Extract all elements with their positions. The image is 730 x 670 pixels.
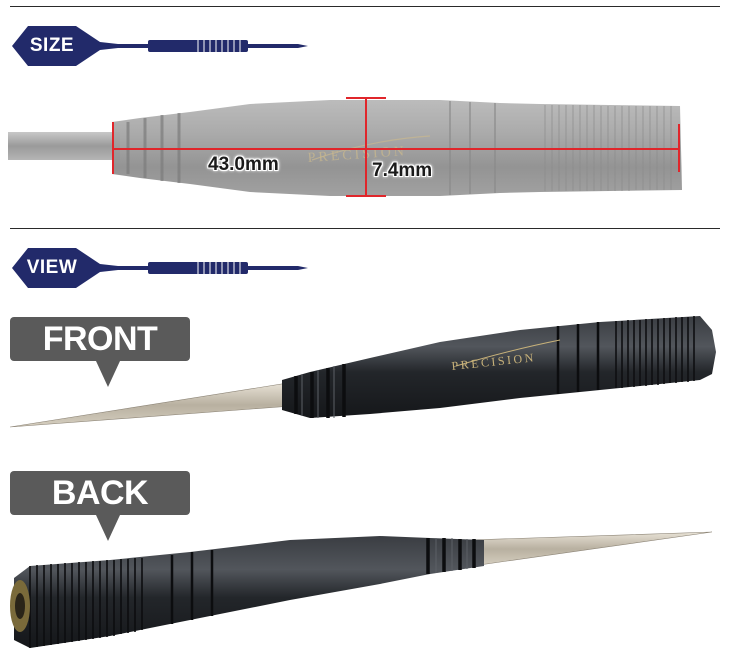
back-label: BACK	[10, 471, 190, 515]
back-needle	[469, 531, 713, 567]
front-label: FRONT	[10, 317, 190, 361]
front-needle	[9, 382, 293, 428]
diameter-label: 7.4mm	[372, 160, 433, 181]
back-brass-end	[10, 580, 30, 632]
back-callout: BACK	[10, 471, 190, 541]
size-needle	[8, 132, 120, 160]
front-barrel	[282, 316, 716, 418]
size-diagram: PRECISION	[8, 97, 682, 197]
logo-swoosh	[311, 135, 431, 161]
back-barrel	[14, 536, 484, 648]
size-section-badge: SIZE	[8, 24, 318, 68]
dart-icon	[12, 248, 308, 288]
middle-divider	[10, 228, 720, 229]
dart-icon	[12, 26, 308, 66]
back-brass-hole	[15, 593, 25, 619]
view-badge-label: VIEW	[26, 257, 78, 278]
back-callout-tail	[96, 515, 120, 541]
size-badge-label: SIZE	[29, 35, 75, 56]
view-section-badge: VIEW	[8, 246, 318, 290]
top-divider	[10, 6, 720, 7]
front-barrel-logo: PRECISION	[451, 350, 537, 373]
front-callout-tail	[96, 361, 120, 387]
length-label: 43.0mm	[208, 154, 279, 175]
front-logo-swoosh	[455, 339, 561, 367]
front-callout: FRONT	[10, 317, 190, 387]
